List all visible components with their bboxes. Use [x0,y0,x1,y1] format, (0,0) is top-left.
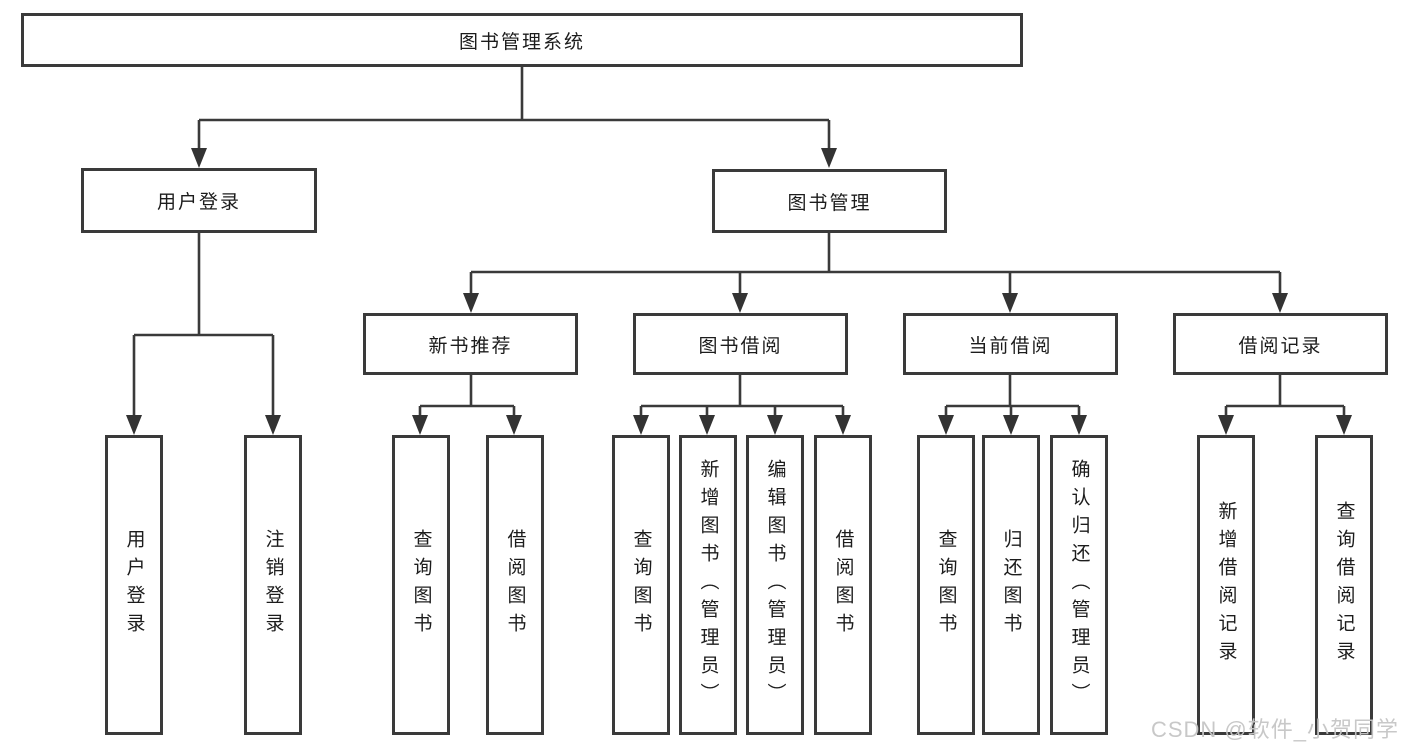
leaf-query-borrow-record-label: 查询借阅记录 [1333,501,1355,669]
node-book-management-label: 图书管理 [787,192,872,214]
node-root-label: 图书管理系统 [458,31,585,53]
node-root-system: 图书管理系统 [21,13,1023,67]
leaf-confirm-return-admin-label: 确认归还（管理员） [1068,459,1090,711]
leaf-edit-books-admin-label: 编辑图书（管理员） [764,459,786,711]
leaf-user-login: 用户登录 [105,435,163,735]
leaf-add-books-admin: 新增图书（管理员） [679,435,737,735]
leaf-query-books-2: 查询图书 [612,435,670,735]
leaf-logout-label: 注销登录 [262,529,284,641]
leaf-query-books-3-label: 查询图书 [935,529,957,641]
leaf-add-borrow-record-label: 新增借阅记录 [1215,501,1237,669]
node-user-login-label: 用户登录 [156,192,241,213]
leaf-borrow-books-2-label: 借阅图书 [832,529,854,641]
leaf-return-books-label: 归还图书 [1000,529,1022,641]
node-borrow-records-label: 借阅记录 [1238,335,1323,357]
leaf-query-books-3: 查询图书 [917,435,975,735]
node-new-book-recommend-label: 新书推荐 [428,335,513,357]
leaf-edit-books-admin: 编辑图书（管理员） [746,435,804,735]
leaf-query-borrow-record: 查询借阅记录 [1315,435,1373,735]
leaf-user-login-label: 用户登录 [123,529,145,641]
node-new-book-recommend: 新书推荐 [363,313,578,375]
node-borrow-records: 借阅记录 [1173,313,1388,375]
node-current-borrow-label: 当前借阅 [968,335,1053,357]
node-book-borrow: 图书借阅 [633,313,848,375]
node-book-management: 图书管理 [712,169,947,233]
leaf-query-books-2-label: 查询图书 [630,529,652,641]
leaf-query-books-1: 查询图书 [392,435,450,735]
arrowheads [126,148,1352,435]
leaf-query-books-1-label: 查询图书 [410,529,432,641]
leaf-add-books-admin-label: 新增图书（管理员） [697,459,719,711]
leaf-logout: 注销登录 [244,435,302,735]
leaf-add-borrow-record: 新增借阅记录 [1197,435,1255,735]
leaf-borrow-books-1-label: 借阅图书 [504,529,526,641]
node-current-borrow: 当前借阅 [903,313,1118,375]
leaf-borrow-books-1: 借阅图书 [486,435,544,735]
leaf-confirm-return-admin: 确认归还（管理员） [1050,435,1108,735]
node-book-borrow-label: 图书借阅 [698,335,783,357]
leaf-return-books: 归还图书 [982,435,1040,735]
leaf-borrow-books-2: 借阅图书 [814,435,872,735]
node-user-login: 用户登录 [81,168,317,233]
